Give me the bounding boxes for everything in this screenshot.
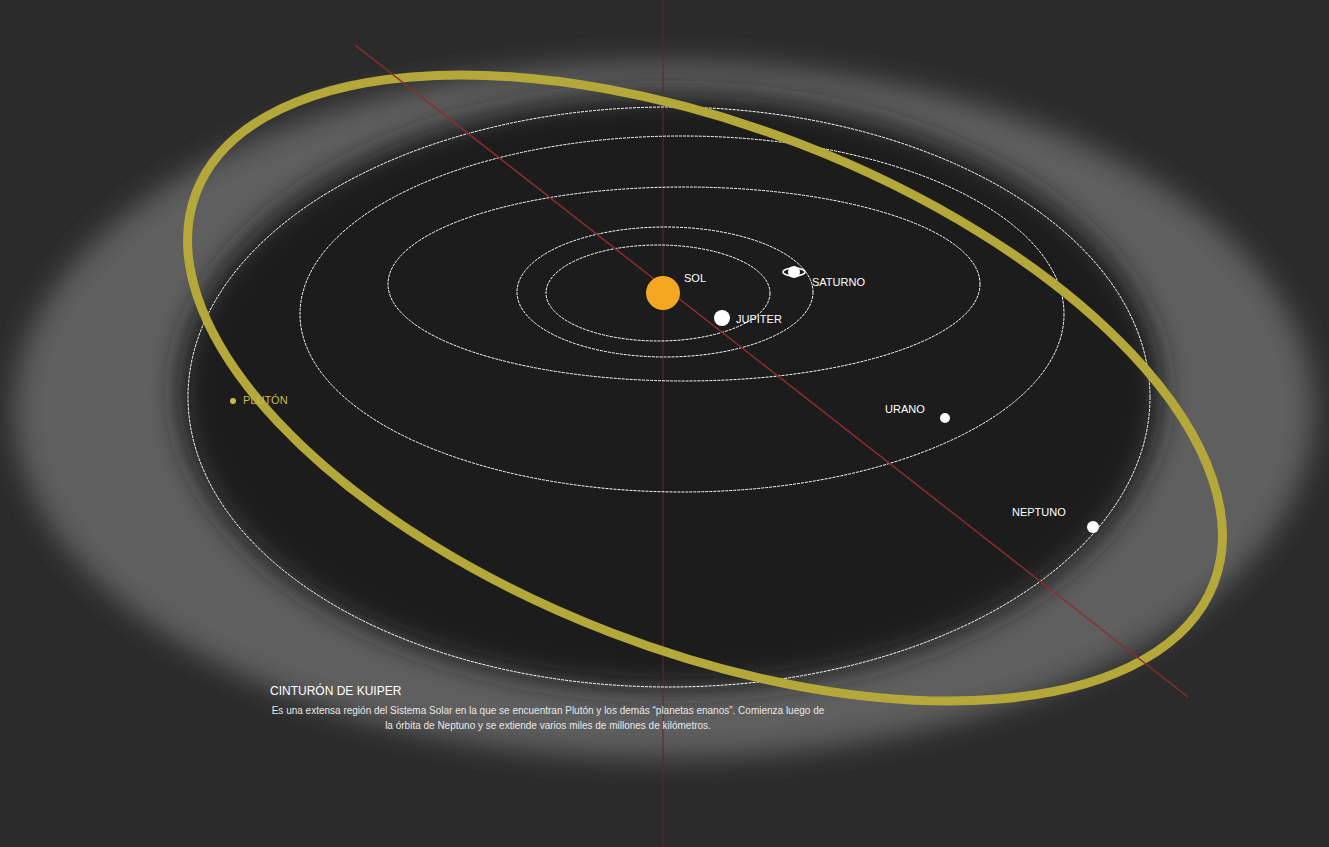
orbits: [188, 107, 1150, 687]
jupiter: [714, 310, 730, 326]
planet-label: PLUTÓN: [243, 394, 288, 407]
ecliptic-axis: [355, 45, 1188, 697]
planet-label: JUPITER: [736, 313, 782, 326]
planet-label: SATURNO: [812, 276, 865, 289]
vertical-axis: [663, 0, 664, 847]
saturn: [788, 266, 800, 278]
pluto-orbit: [102, 0, 1307, 828]
neptune: [1087, 521, 1099, 533]
note-title: CINTURÓN DE KUIPER: [270, 684, 401, 698]
planet-label: SOL: [684, 272, 706, 285]
planet-label: URANO: [885, 403, 925, 416]
inner-region: [178, 94, 1162, 690]
uranus: [940, 413, 950, 423]
pluto: [230, 398, 236, 404]
note-body: Es una extensa región del Sistema Solar …: [268, 703, 828, 733]
planet-label: NEPTUNO: [1012, 506, 1066, 519]
sun: [646, 276, 680, 310]
